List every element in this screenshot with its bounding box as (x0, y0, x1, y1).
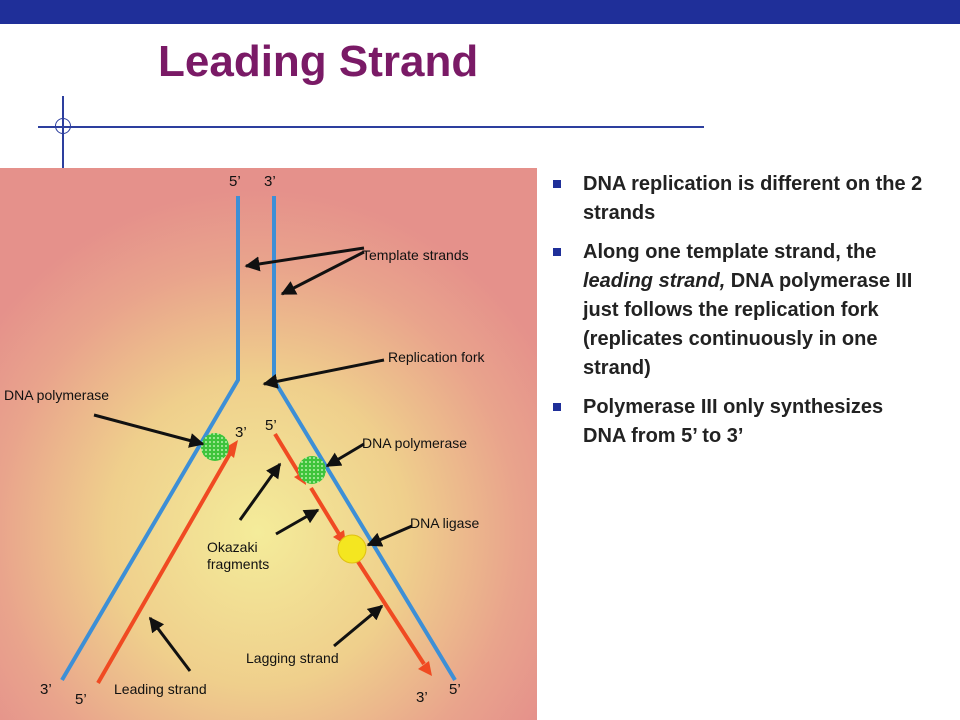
label-fork-5prime: 5’ (265, 417, 277, 434)
polymerase-right-pointer (325, 442, 365, 468)
diagram-background (0, 168, 537, 720)
bullet-list: DNA replication is different on the 2 st… (551, 170, 931, 461)
label-bottom-3prime-left: 3’ (40, 681, 52, 698)
label-top-5prime: 5’ (229, 173, 241, 190)
label-leading-strand: Leading strand (114, 681, 207, 697)
bullet-item: DNA replication is different on the 2 st… (551, 170, 931, 228)
square-bullet-icon (553, 248, 561, 256)
dna-polymerase-left-icon (201, 433, 229, 461)
template-strand-left (60, 196, 240, 682)
lagging-pointer (333, 604, 384, 648)
leading-strand-arrowhead (223, 440, 238, 458)
okazaki-pointer-1 (238, 462, 282, 521)
okazaki-fragment-3-arrowhead (418, 661, 432, 676)
fork-pointer (262, 358, 385, 389)
label-dna-polymerase-right: DNA polymerase (362, 435, 467, 451)
bullet-text-emphasis: leading strand, (583, 270, 726, 292)
label-lagging-strand: Lagging strand (246, 650, 339, 666)
bullet-text-before: Along one template strand, the (583, 241, 877, 263)
label-dna-ligase: DNA ligase (410, 515, 479, 531)
okazaki-fragment-2 (309, 486, 341, 536)
bullet-text: DNA replication is different on the 2 st… (583, 173, 923, 224)
guide-line-horizontal (38, 126, 704, 128)
leading-pointer (148, 616, 192, 672)
label-okazaki-line1: Okazaki (207, 539, 258, 555)
label-template-strands: Template strands (362, 247, 469, 263)
label-okazaki-line2: fragments (207, 556, 269, 572)
square-bullet-icon (553, 403, 561, 411)
okazaki-fragment-3 (351, 552, 426, 666)
okazaki-fragment-1 (273, 432, 302, 477)
ligase-pointer (366, 524, 413, 547)
slide-top-bar (0, 0, 960, 24)
label-bottom-3prime-right: 3’ (416, 689, 428, 706)
slide-title: Leading Strand (158, 37, 479, 86)
label-fork-3prime: 3’ (235, 424, 247, 441)
label-bottom-5prime-right: 5’ (449, 681, 461, 698)
bullet-text: Polymerase III only synthesizes DNA from… (583, 396, 884, 447)
label-replication-fork: Replication fork (388, 349, 485, 365)
guide-circle-icon (55, 118, 71, 134)
bullet-item: Polymerase III only synthesizes DNA from… (551, 393, 931, 451)
leading-strand (96, 449, 234, 684)
dna-replication-diagram: 5’ 3’ 3’ 5’ 3’ 5’ 3’ 5’ Template strands… (0, 168, 537, 720)
square-bullet-icon (553, 180, 561, 188)
bullet-item: Along one template strand, the leading s… (551, 238, 931, 383)
template-pointer-right (280, 250, 365, 296)
label-top-3prime: 3’ (264, 173, 276, 190)
dna-polymerase-right-icon (298, 456, 326, 484)
okazaki-pointer-2 (275, 508, 320, 536)
bullet-text-after: DNA polymerase III just follows the repl… (583, 270, 913, 379)
template-pointer-left (244, 246, 365, 272)
dna-ligase-icon (337, 534, 367, 564)
label-bottom-5prime-left: 5’ (75, 691, 87, 708)
label-dna-polymerase-left: DNA polymerase (4, 387, 109, 403)
polymerase-left-pointer (93, 413, 205, 448)
